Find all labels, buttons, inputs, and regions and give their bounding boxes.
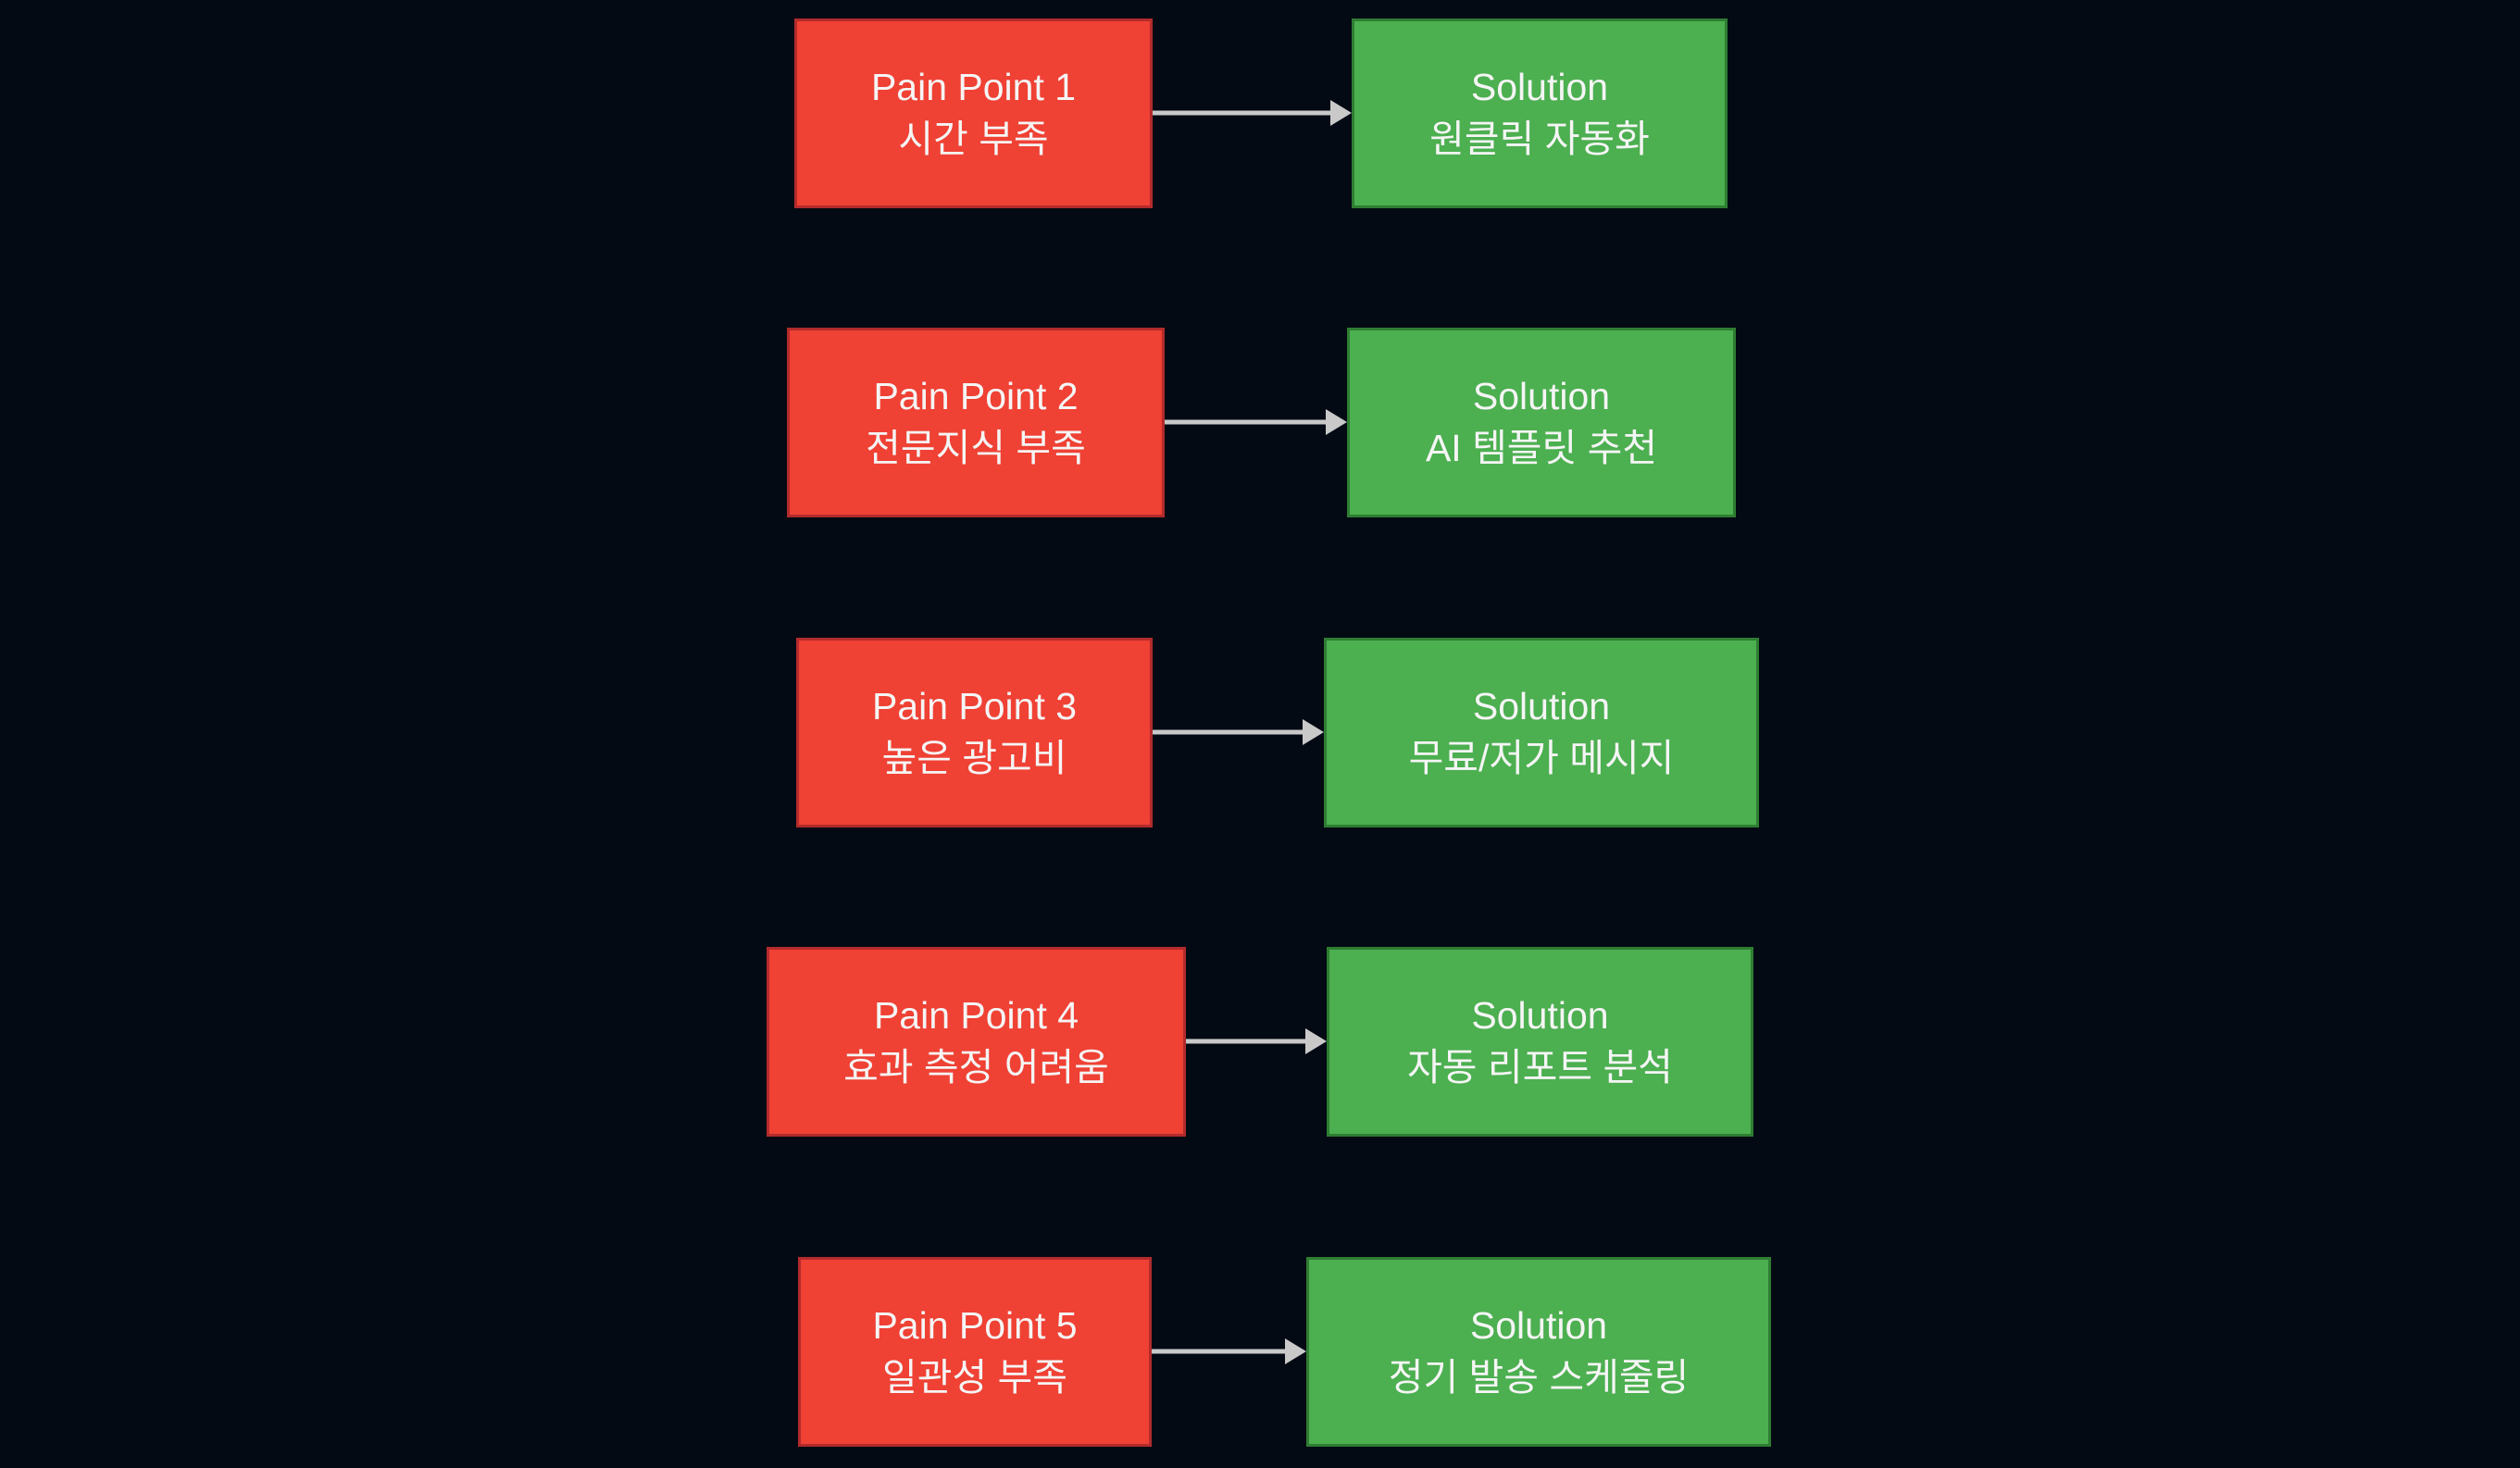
pain-point-2-title: Pain Point 2 bbox=[873, 375, 1079, 417]
arrow-head-right-icon bbox=[1285, 1338, 1306, 1364]
pain-point-4-subtitle: 효과 측정 어려움 bbox=[843, 1046, 1109, 1089]
solution-5-box: Solution 정기 발송 스케줄링 bbox=[1306, 1257, 1771, 1447]
solution-2-subtitle: AI 템플릿 추천 bbox=[1425, 427, 1658, 469]
arrow-pain3-to-solution3 bbox=[1153, 718, 1324, 746]
arrow-shaft bbox=[1153, 110, 1333, 116]
solution-1-box: Solution 원클릭 자동화 bbox=[1352, 19, 1728, 208]
arrow-head-right-icon bbox=[1330, 100, 1352, 126]
solution-4-subtitle: 자동 리포트 분석 bbox=[1407, 1046, 1673, 1089]
arrow-pain1-to-solution1 bbox=[1153, 99, 1352, 127]
pain-point-1-title: Pain Point 1 bbox=[870, 66, 1077, 108]
arrow-pain4-to-solution4 bbox=[1186, 1027, 1327, 1055]
pain-point-5-subtitle: 일관성 부족 bbox=[882, 1356, 1067, 1399]
solution-3-subtitle: 무료/저가 메시지 bbox=[1408, 737, 1675, 779]
solution-3-box: Solution 무료/저가 메시지 bbox=[1324, 638, 1759, 827]
pain-point-3-box: Pain Point 3 높은 광고비 bbox=[796, 638, 1153, 827]
pain-point-1-box: Pain Point 1 시간 부족 bbox=[794, 19, 1153, 208]
arrow-shaft bbox=[1165, 419, 1329, 425]
solution-1-title: Solution bbox=[1470, 66, 1609, 108]
pain-point-5-title: Pain Point 5 bbox=[872, 1304, 1078, 1347]
arrow-pain2-to-solution2 bbox=[1165, 408, 1347, 436]
arrow-head-right-icon bbox=[1303, 719, 1324, 745]
arrow-pain5-to-solution5 bbox=[1152, 1337, 1306, 1365]
arrow-shaft bbox=[1152, 1349, 1288, 1354]
arrow-shaft bbox=[1153, 729, 1305, 735]
pain-point-3-subtitle: 높은 광고비 bbox=[881, 737, 1067, 779]
solution-4-box: Solution 자동 리포트 분석 bbox=[1327, 947, 1753, 1137]
arrow-head-right-icon bbox=[1326, 409, 1347, 435]
pain-point-3-title: Pain Point 3 bbox=[871, 685, 1078, 728]
solution-2-title: Solution bbox=[1472, 375, 1611, 417]
solution-4-title: Solution bbox=[1471, 994, 1609, 1037]
solution-3-title: Solution bbox=[1472, 685, 1611, 728]
pain-point-4-title: Pain Point 4 bbox=[873, 994, 1079, 1037]
solution-5-subtitle: 정기 발송 스케줄링 bbox=[1388, 1356, 1690, 1399]
pain-point-1-subtitle: 시간 부족 bbox=[898, 118, 1049, 160]
arrow-shaft bbox=[1186, 1039, 1308, 1044]
arrow-head-right-icon bbox=[1305, 1028, 1327, 1054]
pain-point-2-box: Pain Point 2 전문지식 부족 bbox=[787, 328, 1165, 517]
solution-2-box: Solution AI 템플릿 추천 bbox=[1347, 328, 1736, 517]
pain-point-4-box: Pain Point 4 효과 측정 어려움 bbox=[767, 947, 1186, 1137]
pain-point-5-box: Pain Point 5 일관성 부족 bbox=[798, 1257, 1152, 1447]
pain-point-2-subtitle: 전문지식 부족 bbox=[866, 427, 1086, 469]
solution-5-title: Solution bbox=[1469, 1304, 1608, 1347]
solution-1-subtitle: 원클릭 자동화 bbox=[1429, 118, 1650, 160]
